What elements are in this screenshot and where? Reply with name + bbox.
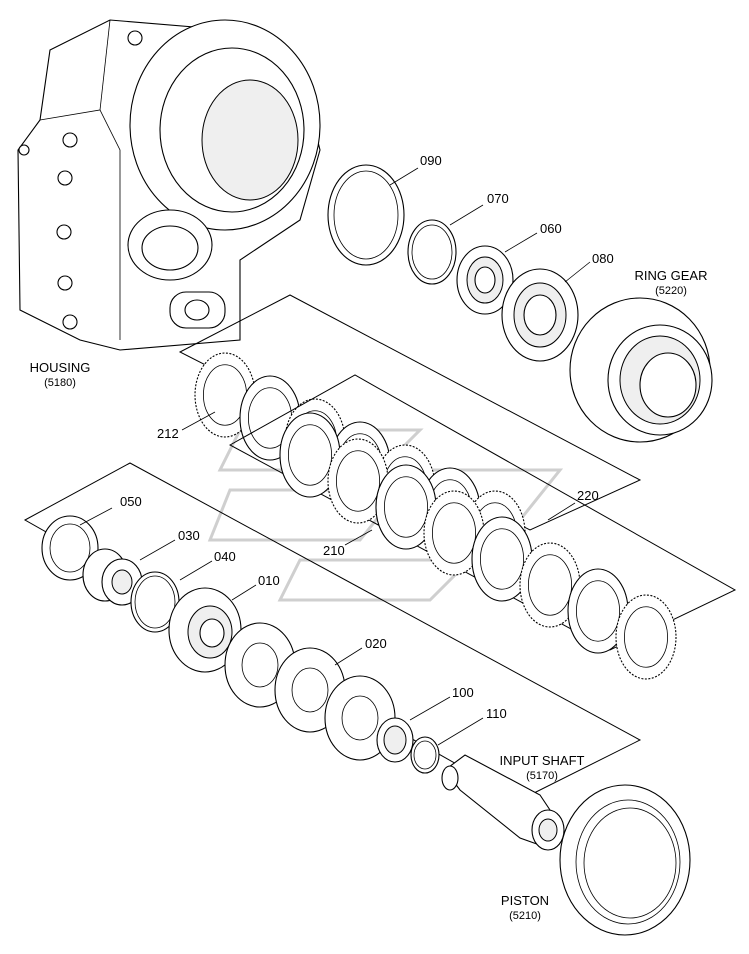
washer-100 — [376, 717, 414, 763]
clutch-disc — [327, 438, 389, 524]
callout-020: 020 — [365, 636, 387, 651]
callout-030: 030 — [178, 528, 200, 543]
callout-110: 110 — [486, 706, 507, 721]
clutch-disc — [567, 568, 629, 654]
snap-ring-070 — [407, 219, 457, 285]
leader-lines — [79, 167, 591, 746]
disc-050 — [41, 515, 99, 581]
callout-100: 100 — [452, 685, 474, 700]
callout-080: 080 — [592, 251, 614, 266]
callout-070: 070 — [487, 191, 509, 206]
part-code-input-shaft: (5170) — [526, 770, 558, 782]
callout-090: 090 — [420, 153, 442, 168]
part-labels: HOUSING (5180) RING GEAR (5220) INPUT SH… — [30, 268, 708, 922]
part-label-housing: HOUSING — [30, 360, 91, 375]
housing-part — [17, 19, 321, 351]
bearing-060 — [456, 245, 514, 315]
snap-ring-090 — [327, 164, 405, 266]
part-code-piston: (5210) — [509, 910, 541, 922]
part-code-ring-gear: (5220) — [655, 285, 687, 297]
assembly-outline-left — [23, 462, 642, 801]
callouts: 090 070 060 080 212 210 220 050 030 040 … — [120, 153, 614, 721]
input-shaft-part — [441, 754, 565, 851]
callout-060: 060 — [540, 221, 562, 236]
callout-212: 212 — [157, 426, 179, 441]
seal-080 — [501, 268, 579, 362]
plate-010 — [168, 587, 242, 673]
ring-gear-part — [569, 297, 713, 443]
clutch-pack-lower — [228, 374, 737, 680]
clip-110 — [410, 736, 440, 774]
clutch-disc — [615, 594, 677, 680]
part-label-ring-gear: RING GEAR — [635, 268, 708, 283]
clutch-disc — [471, 516, 533, 602]
callout-010: 010 — [258, 573, 280, 588]
callout-040: 040 — [214, 549, 236, 564]
callout-220: 220 — [577, 488, 599, 503]
discs-020 — [224, 622, 396, 761]
part-label-input-shaft: INPUT SHAFT — [500, 753, 585, 768]
callout-050: 050 — [120, 494, 142, 509]
piston-part — [559, 784, 691, 936]
callout-210: 210 — [323, 543, 345, 558]
part-label-piston: PISTON — [501, 893, 549, 908]
part-code-housing: (5180) — [44, 377, 76, 389]
clutch-disc — [279, 412, 341, 498]
